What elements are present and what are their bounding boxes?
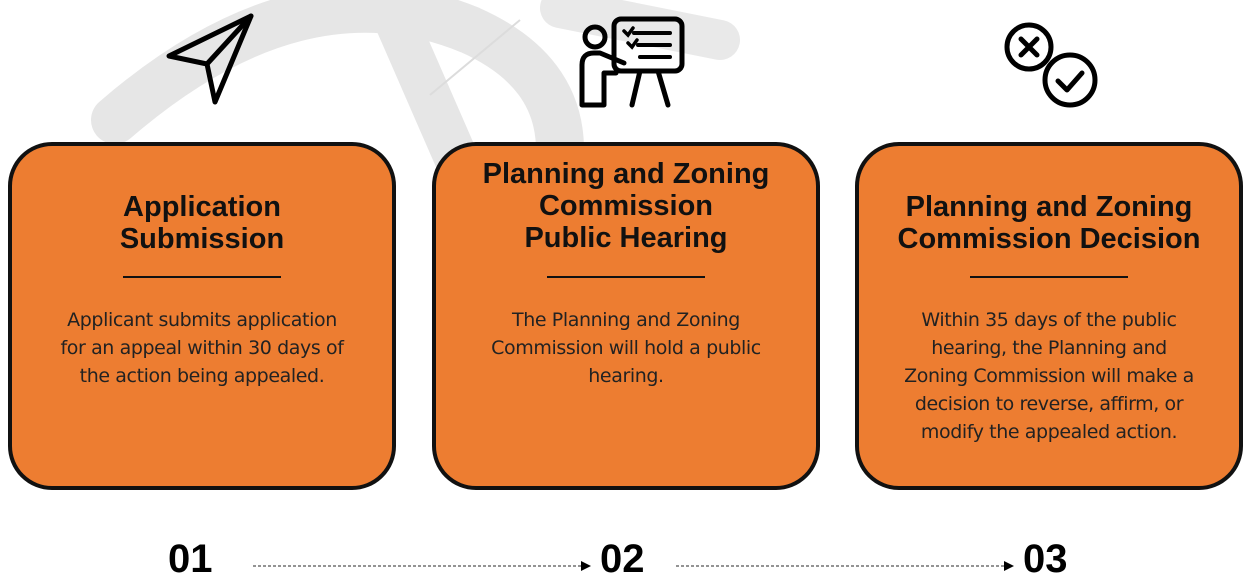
presentation-icon bbox=[578, 15, 688, 110]
step-title: Application Submission bbox=[119, 191, 285, 255]
title-divider bbox=[547, 276, 705, 278]
paper-plane-icon bbox=[163, 12, 258, 107]
step-card-2: Planning and Zoning Commission Public He… bbox=[432, 142, 820, 490]
title-divider bbox=[123, 276, 281, 278]
step-number-2: 02 bbox=[600, 537, 645, 581]
step-card-1: Application Submission Applicant submits… bbox=[8, 142, 396, 490]
decision-icon bbox=[1002, 20, 1107, 110]
step-title: Planning and Zoning Commission Decision bbox=[897, 191, 1201, 255]
step-number-3: 03 bbox=[1023, 537, 1068, 581]
arrow-1-to-2 bbox=[253, 561, 593, 571]
title-divider bbox=[970, 276, 1128, 278]
step-description: The Planning and Zoning Commission will … bbox=[491, 309, 761, 387]
step-description: Applicant submits application for an app… bbox=[60, 309, 344, 387]
step-card-3: Planning and Zoning Commission Decision … bbox=[855, 142, 1243, 490]
step-title: Planning and Zoning Commission Public He… bbox=[482, 158, 770, 254]
arrow-2-to-3 bbox=[676, 561, 1016, 571]
step-description: Within 35 days of the public hearing, th… bbox=[904, 309, 1194, 443]
step-number-1: 01 bbox=[168, 537, 213, 581]
